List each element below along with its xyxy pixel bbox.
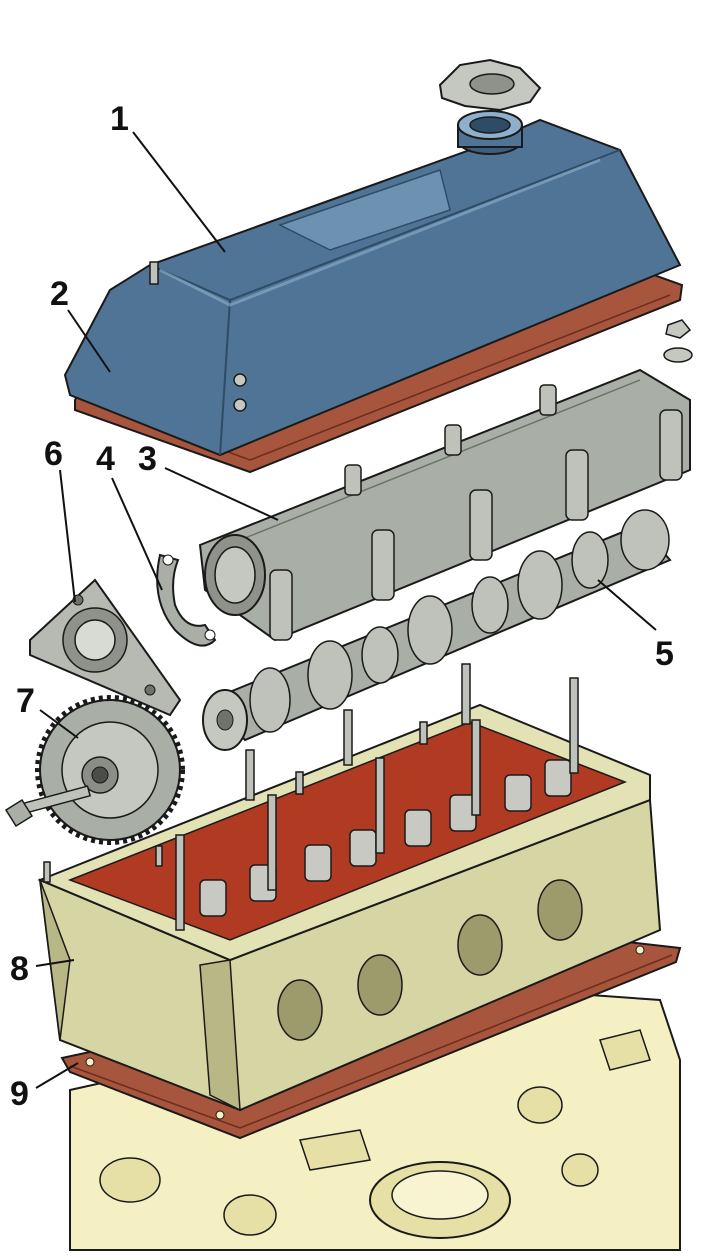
callout-3: 3 [138,440,157,478]
oil-filler-cap-icon [438,58,542,112]
callout-4: 4 [96,440,115,478]
leader-9 [35,1062,79,1089]
callout-1: 1 [110,100,129,138]
leader-1 [132,131,226,253]
valve-cover-icon [63,110,682,457]
leader-7 [39,709,79,739]
leader-2 [67,309,111,373]
callout-labels: 1 2 3 4 5 6 7 8 9 [10,100,674,1113]
rear-bracket-icon [29,578,182,717]
callout-7: 7 [16,682,35,720]
callout-8: 8 [10,950,29,988]
cylinder-head-icon [37,663,662,1112]
leader-lines [35,131,657,1089]
callout-9: 9 [10,1075,29,1113]
callout-6: 6 [44,435,63,473]
camshaft-sprocket-icon [4,695,185,845]
callout-2: 2 [50,275,69,313]
oil-seal-retainer-icon [156,553,217,647]
leader-5 [597,579,657,631]
camshaft-icon [202,509,672,751]
engine-block-icon [69,988,681,1251]
leader-6 [59,469,76,603]
camshaft-bearing-housing-icon [198,319,693,642]
callout-5: 5 [655,635,674,673]
leader-3 [164,467,279,521]
leader-8 [35,959,75,967]
leader-4 [111,477,163,591]
